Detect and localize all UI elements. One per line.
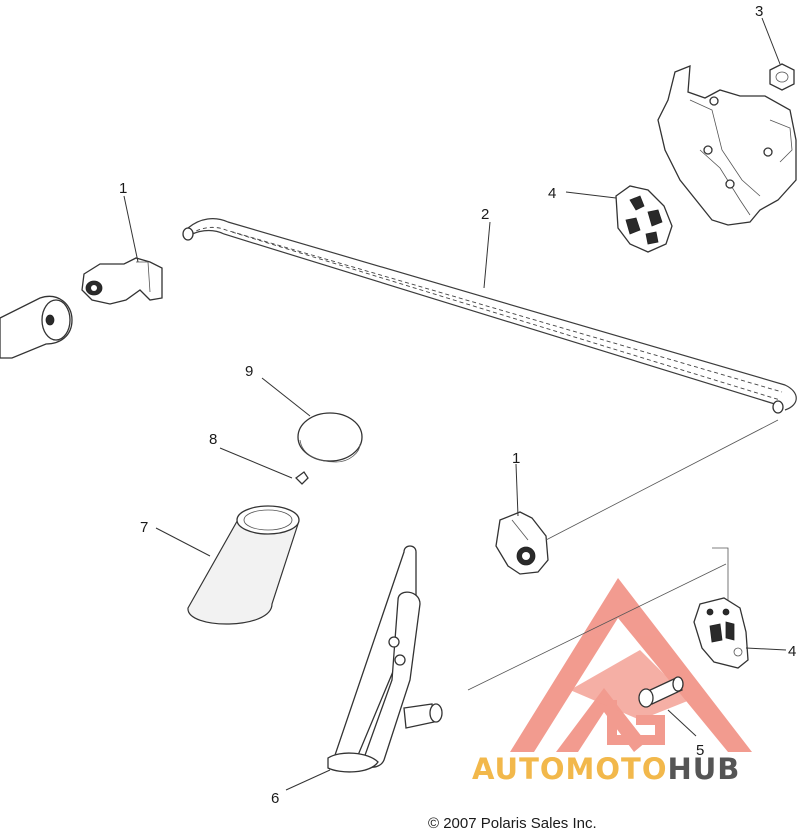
callout-4-lower: 4	[788, 643, 796, 660]
callout-7: 7	[140, 519, 148, 536]
leader-lines	[123, 17, 787, 791]
callout-8: 8	[209, 431, 217, 448]
callout-3: 3	[755, 3, 763, 20]
mounting-bracket	[657, 65, 797, 226]
callout-labels: 1 1 2 3 4 4 5 6 7 8 9	[119, 3, 796, 807]
watermark-text-part2: HUB	[667, 752, 740, 786]
bushing-upper	[615, 185, 673, 253]
callout-4-upper: 4	[548, 185, 556, 202]
nut	[769, 63, 795, 91]
link-arm	[327, 545, 443, 773]
frame-tube	[0, 295, 73, 359]
callout-1-lower: 1	[512, 450, 520, 467]
bolt	[638, 676, 684, 708]
copyright-notice: © 2007 Polaris Sales Inc.	[428, 815, 597, 832]
callout-9: 9	[245, 363, 253, 380]
cap	[297, 412, 363, 463]
callout-6: 6	[271, 790, 279, 807]
assembly-lines	[467, 419, 779, 691]
stabilizer-bar	[182, 218, 797, 414]
screw	[295, 471, 309, 485]
watermark-text-part1: AUTOMOTO	[472, 752, 667, 786]
grip-sleeve	[187, 505, 300, 625]
callout-1-upper: 1	[119, 180, 127, 197]
callout-5: 5	[696, 742, 704, 759]
end-link-upper	[81, 257, 163, 305]
end-link-lower	[495, 511, 549, 575]
bushing-lower	[693, 597, 749, 669]
watermark-text: AUTOMOTOHUB	[472, 752, 740, 786]
watermark-logo	[510, 578, 752, 752]
callout-2: 2	[481, 206, 489, 223]
